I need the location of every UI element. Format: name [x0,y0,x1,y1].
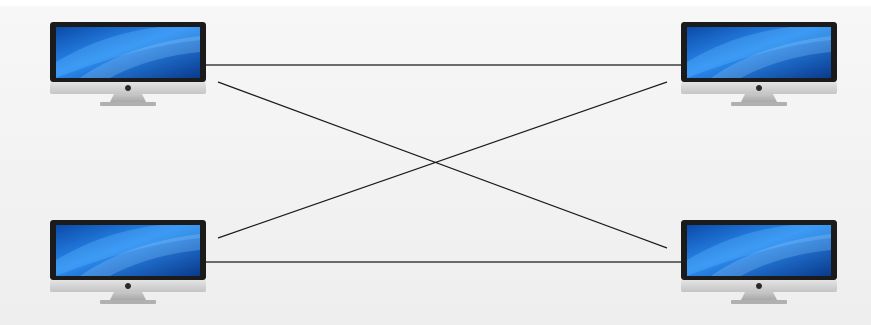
imac-computer-icon [50,220,206,304]
node-top-right-imac-computer-icon [681,22,837,106]
node-bottom-right-imac-computer-icon [681,220,837,304]
imac-computer-icon [681,22,837,106]
imac-computer-icon [681,220,837,304]
node-bottom-left-imac-computer-icon [50,220,206,304]
link-top-left-to-bottom-right [218,82,667,248]
link-bottom-left-to-top-right [218,82,667,238]
node-top-left-imac-computer-icon [50,22,206,106]
links [206,65,681,262]
imac-computer-icon [50,22,206,106]
